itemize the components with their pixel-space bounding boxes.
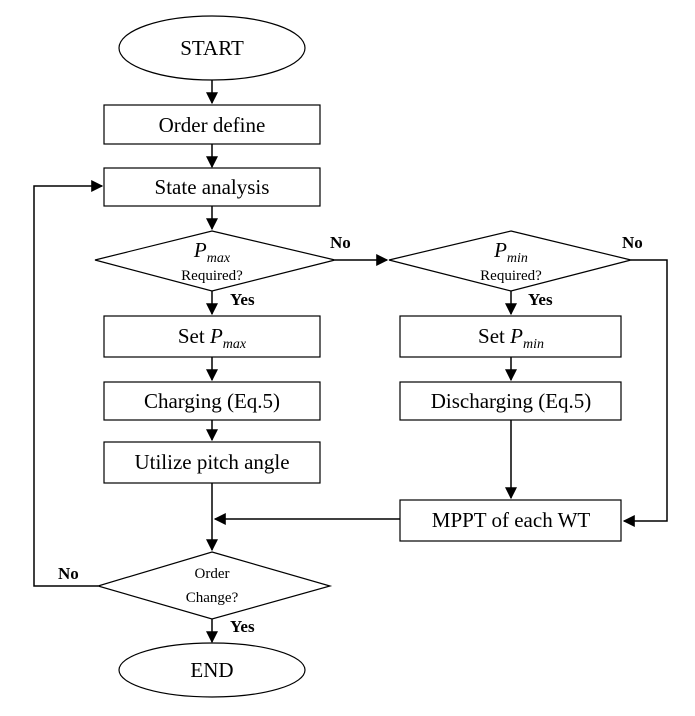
discharging-label: Discharging (Eq.5) <box>431 389 592 413</box>
order-change-line1: Order <box>195 566 230 582</box>
discharging-box: Discharging (Eq.5) <box>399 381 622 421</box>
end-terminal: END <box>118 642 306 698</box>
pmax-decision-symbol: Pmax <box>193 238 231 266</box>
start-label: START <box>180 36 244 60</box>
end-label: END <box>190 658 233 682</box>
mppt-box: MPPT of each WT <box>399 499 622 542</box>
pmax-no-label: No <box>330 233 351 252</box>
edge-order-change-no-loop <box>33 180 104 587</box>
pmin-decision: Pmin Required? <box>388 230 632 292</box>
edge-pmin-no-to-mppt <box>622 259 668 527</box>
order-change-line2: Change? <box>186 590 239 606</box>
set-pmin-label: Set Pmin <box>478 324 544 352</box>
order-define-label: Order define <box>159 113 266 137</box>
pmin-decision-question: Required? <box>480 268 542 284</box>
connectors <box>33 80 668 644</box>
set-pmax-label: Set Pmax <box>178 324 247 352</box>
pmax-yes-label: Yes <box>230 290 255 309</box>
order-define-box: Order define <box>103 104 321 145</box>
pitch-angle-label: Utilize pitch angle <box>134 450 289 474</box>
set-pmin-box: Set Pmin <box>399 315 622 358</box>
charging-label: Charging (Eq.5) <box>144 389 280 413</box>
pmin-no-label: No <box>622 233 643 252</box>
pmin-decision-symbol: Pmin <box>493 238 528 266</box>
pmax-decision: Pmax Required? <box>94 230 336 292</box>
pmax-decision-question: Required? <box>181 268 243 284</box>
state-analysis-box: State analysis <box>103 167 321 207</box>
state-analysis-label: State analysis <box>155 175 270 199</box>
mppt-label: MPPT of each WT <box>432 508 591 532</box>
pmin-yes-label: Yes <box>528 290 553 309</box>
pitch-angle-box: Utilize pitch angle <box>103 441 321 484</box>
set-pmax-box: Set Pmax <box>103 315 321 358</box>
order-change-no-label: No <box>58 564 79 583</box>
order-change-decision: Order Change? <box>95 551 333 620</box>
order-change-yes-label: Yes <box>230 617 255 636</box>
start-terminal: START <box>118 15 306 81</box>
charging-box: Charging (Eq.5) <box>103 381 321 421</box>
